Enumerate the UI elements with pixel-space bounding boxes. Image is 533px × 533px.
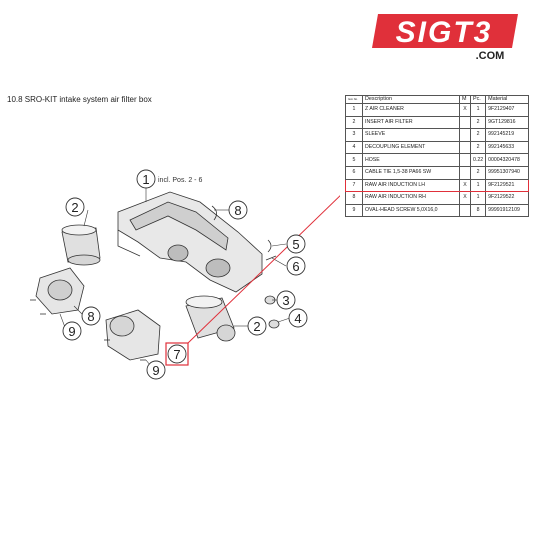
cell-item-no: 4 bbox=[345, 140, 363, 155]
header-material: Material bbox=[485, 95, 529, 104]
cell-material: 9F2129521 bbox=[485, 178, 529, 193]
logo-domain: .COM bbox=[476, 50, 505, 62]
cell-material: 99951307940 bbox=[485, 165, 529, 180]
cell-pc: 8 bbox=[469, 203, 487, 218]
callout-3[interactable]: 3 bbox=[276, 290, 296, 310]
svg-text:9: 9 bbox=[152, 363, 159, 378]
cell-material: 9F2129522 bbox=[485, 191, 529, 205]
table-header-row: Item No. Description M Pc. Material bbox=[345, 95, 529, 104]
cell-description: OVAL-HEAD SCREW 5,0X16,0 bbox=[362, 203, 460, 218]
callout-highlight-box bbox=[165, 342, 189, 366]
header-item-no: Item No. bbox=[345, 95, 363, 104]
cell-material: 992145633 bbox=[485, 140, 529, 155]
cell-material: 00004320478 bbox=[485, 153, 529, 167]
callout-8-lower[interactable]: 8 bbox=[81, 306, 101, 326]
svg-text:8: 8 bbox=[234, 203, 241, 218]
cell-item-no: 9 bbox=[345, 203, 363, 218]
cell-description: INSERT AIR FILTER bbox=[362, 115, 460, 130]
svg-text:2: 2 bbox=[253, 319, 260, 334]
cell-item-no: 6 bbox=[345, 165, 363, 180]
exploded-parts-diagram: 1 2 8 5 6 3 4 2 8 9 7 9 incl. Pos. 2 - 6 bbox=[0, 150, 340, 400]
cell-item-no: 5 bbox=[345, 153, 363, 167]
cell-m bbox=[459, 115, 471, 130]
svg-text:7: 7 bbox=[173, 347, 180, 362]
callout-5[interactable]: 5 bbox=[286, 234, 306, 254]
logo-text: SIGT3 bbox=[396, 16, 493, 49]
callout-9-right[interactable]: 9 bbox=[146, 360, 166, 380]
callout-2-right[interactable]: 2 bbox=[247, 316, 267, 336]
callout-4[interactable]: 4 bbox=[288, 308, 308, 328]
highlight-leader-line bbox=[187, 195, 340, 344]
cell-item-no: 3 bbox=[345, 128, 363, 142]
cell-item-no: 1 bbox=[345, 103, 363, 117]
raw-air-induction-rh bbox=[35, 267, 85, 315]
cell-description: DECOUPLING ELEMENT bbox=[362, 140, 460, 155]
svg-text:2: 2 bbox=[71, 200, 78, 215]
cell-material: 9F2129407 bbox=[485, 103, 529, 117]
svg-text:3: 3 bbox=[282, 293, 289, 308]
cell-pc: 1 bbox=[469, 103, 487, 117]
callout-1[interactable]: 1 bbox=[136, 169, 156, 189]
cell-item-no: 2 bbox=[345, 115, 363, 130]
cell-pc: 2 bbox=[469, 115, 487, 130]
cell-pc: 1 bbox=[469, 178, 487, 193]
callout-8-top[interactable]: 8 bbox=[228, 200, 248, 220]
cell-pc: 2 bbox=[469, 165, 487, 180]
callout-6[interactable]: 6 bbox=[286, 256, 306, 276]
header-m: M bbox=[459, 95, 471, 104]
cell-material: 99991912109 bbox=[485, 203, 529, 218]
cell-pc: 1 bbox=[469, 191, 487, 205]
cell-description: Z AIR CLEANER bbox=[362, 103, 460, 117]
cell-m bbox=[459, 203, 471, 218]
svg-text:5: 5 bbox=[292, 237, 299, 252]
cell-item-no: 7 bbox=[345, 178, 363, 193]
cell-description: RAW AIR INDUCTION LH bbox=[362, 178, 460, 193]
cell-m bbox=[459, 128, 471, 142]
cell-m bbox=[459, 153, 471, 167]
callout-9-left[interactable]: 9 bbox=[62, 321, 82, 341]
cell-description: HOSE bbox=[362, 153, 460, 167]
cell-m: X bbox=[459, 178, 471, 193]
callout-2-left[interactable]: 2 bbox=[65, 197, 85, 217]
cell-material: 9GT129816 bbox=[485, 115, 529, 130]
cell-description: RAW AIR INDUCTION RH bbox=[362, 191, 460, 205]
callout-7[interactable]: 7 bbox=[167, 344, 187, 364]
svg-text:4: 4 bbox=[294, 311, 301, 326]
cell-m: X bbox=[459, 191, 471, 205]
cell-description: CABLE TIE 1,5-38 PA66 SW bbox=[362, 165, 460, 180]
section-title: 10.8 SRO-KIT intake system air filter bo… bbox=[7, 95, 152, 104]
svg-text:9: 9 bbox=[68, 324, 75, 339]
raw-air-induction-lh bbox=[105, 309, 161, 361]
cell-m bbox=[459, 165, 471, 180]
cell-m: X bbox=[459, 103, 471, 117]
header-description: Description bbox=[362, 95, 460, 104]
diagram-note: incl. Pos. 2 - 6 bbox=[158, 177, 202, 184]
air-filter-left bbox=[61, 224, 101, 266]
logo-background bbox=[372, 14, 518, 48]
svg-text:8: 8 bbox=[87, 309, 94, 324]
cell-item-no: 8 bbox=[345, 191, 363, 205]
svg-text:6: 6 bbox=[292, 259, 299, 274]
svg-text:1: 1 bbox=[142, 172, 149, 187]
cell-material: 992145219 bbox=[485, 128, 529, 142]
cell-pc: 0.22 bbox=[469, 153, 487, 167]
brand-logo: SIGT3 .COM bbox=[372, 12, 522, 62]
air-filter-right bbox=[185, 295, 236, 342]
header-pc: Pc. bbox=[469, 95, 487, 104]
cell-m bbox=[459, 140, 471, 155]
cell-pc: 2 bbox=[469, 140, 487, 155]
cell-pc: 2 bbox=[469, 128, 487, 142]
cell-description: SLEEVE bbox=[362, 128, 460, 142]
